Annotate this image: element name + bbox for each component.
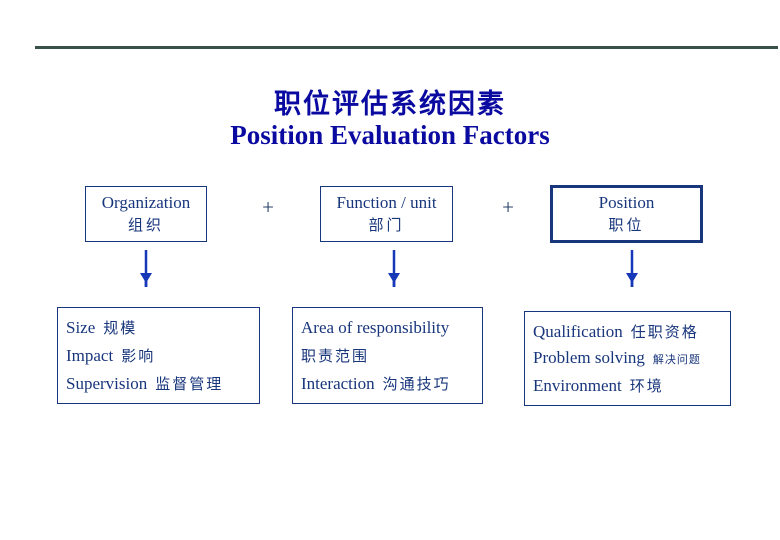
factor-function-unit-label-zh: 部门: [368, 218, 405, 234]
factor-organization-label-en: Organization: [101, 193, 191, 212]
detail-supervision-en: Supervision: [66, 373, 148, 393]
detail-problem-solving-en: Problem solving: [533, 348, 645, 368]
detail-box-organization-factors: Size 规模 Impact 影响 Supervision 监督管理: [57, 307, 260, 404]
detail-impact-en: Impact: [66, 345, 114, 365]
down-arrow-icon: [386, 250, 402, 288]
factor-box-position: Position 职位: [550, 185, 703, 243]
detail-environment-zh: 环境: [629, 378, 664, 395]
down-arrow-icon: [138, 250, 154, 288]
factor-box-organization: Organization 组织: [85, 186, 207, 242]
detail-line-size: Size 规模: [66, 317, 251, 338]
detail-line-environment: Environment 环境: [533, 375, 722, 396]
title-block: 职位评估系统因素 Position Evaluation Factors: [0, 88, 780, 150]
detail-line-interaction: Interaction 沟通技巧: [301, 373, 474, 394]
factor-box-function-unit: Function / unit 部门: [320, 186, 453, 242]
detail-area-en: Area of responsibility: [301, 317, 450, 337]
detail-qualification-en: Qualification: [533, 322, 623, 342]
slide-title-chinese: 职位评估系统因素: [274, 89, 506, 119]
detail-box-position-factors: Qualification 任职资格 Problem solving 解决问题 …: [524, 311, 731, 406]
detail-qualification-zh: 任职资格: [630, 325, 699, 342]
detail-line-area-of-responsibility: Area of responsibility: [301, 318, 474, 338]
factor-function-unit-label-en: Function / unit: [336, 193, 437, 212]
plus-sign: +: [502, 195, 514, 219]
detail-line-qualification: Qualification 任职资格: [533, 321, 722, 342]
detail-problem-solving-zh: 解决问题: [652, 354, 701, 367]
factor-position-label-zh: 职位: [608, 218, 645, 234]
detail-interaction-zh: 沟通技巧: [382, 376, 451, 393]
detail-line-supervision: Supervision 监督管理: [66, 373, 251, 394]
detail-box-function-factors: Area of responsibility 职责范围 Interaction …: [292, 307, 483, 404]
detail-interaction-en: Interaction: [301, 373, 375, 393]
detail-line-problem-solving: Problem solving 解决问题: [533, 348, 722, 368]
detail-size-en: Size: [66, 318, 96, 338]
slide-title-english: Position Evaluation Factors: [230, 120, 550, 150]
detail-line-responsibility-zh: 职责范围: [301, 345, 474, 366]
detail-line-impact: Impact 影响: [66, 345, 251, 366]
header-rule: [35, 46, 778, 49]
detail-responsibility-zh: 职责范围: [301, 348, 370, 365]
detail-size-zh: 规模: [103, 321, 138, 338]
down-arrow-icon: [624, 250, 640, 288]
plus-sign: +: [262, 195, 274, 219]
detail-environment-en: Environment: [533, 375, 622, 395]
factor-organization-label-zh: 组织: [127, 218, 164, 234]
factor-position-label-en: Position: [598, 193, 655, 212]
detail-supervision-zh: 监督管理: [155, 376, 224, 393]
detail-impact-zh: 影响: [121, 348, 156, 365]
